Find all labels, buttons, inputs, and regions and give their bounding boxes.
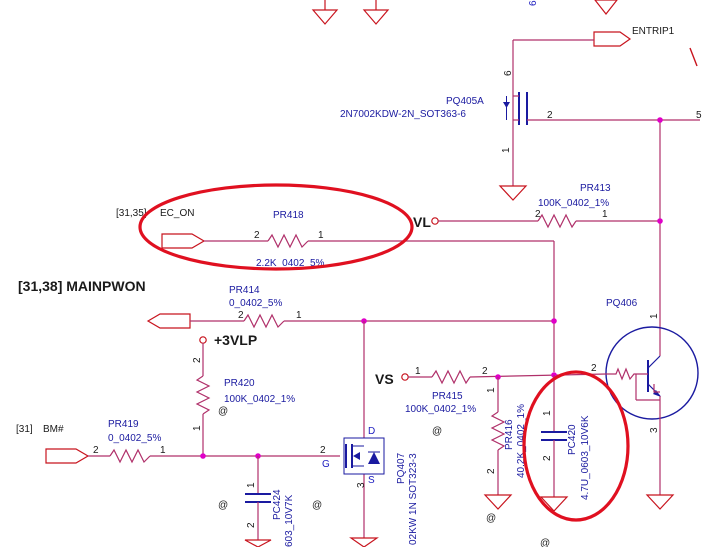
at-marker: @	[432, 426, 442, 437]
at-marker: @	[486, 513, 496, 524]
pr418-pin-1: 1	[318, 230, 324, 241]
pq406-pin-3: 3	[649, 427, 660, 433]
pr420-pin-2: 2	[192, 357, 203, 363]
pr418-value: 2.2K_0402_5%	[256, 258, 325, 269]
pr420-ref: PR420	[224, 378, 255, 389]
pr416-value: 40.2K_0402_1%	[516, 404, 527, 478]
at-marker: @	[540, 538, 550, 547]
ec-on-connector	[161, 233, 268, 249]
pr420-resistor	[195, 336, 211, 456]
pq407-pin-d: D	[368, 426, 375, 437]
junction	[200, 453, 206, 459]
pc424-ref: PC424	[272, 489, 283, 520]
pr415-value: 100K_0402_1%	[405, 404, 476, 415]
pc420-capacitor	[539, 375, 569, 512]
pc424-capacitor	[244, 456, 272, 547]
pr414-resistor	[243, 313, 554, 329]
pc420-ref: PC420	[567, 424, 578, 455]
pr414-value: 0_0402_5%	[229, 298, 282, 309]
entrip1-label: ENTRIP1	[632, 26, 675, 37]
pq405a-mosfet	[498, 85, 660, 201]
pc424-pin-2: 2	[246, 522, 257, 528]
top-fragment-label: 68	[528, 0, 539, 6]
pq407-ref: PQ407	[396, 452, 407, 484]
ec-on-label: EC_ON	[160, 208, 194, 219]
pr419-pin-2: 2	[93, 445, 99, 456]
pq405a-ref: PQ405A	[446, 96, 484, 107]
pr416-pin-2: 2	[486, 468, 497, 474]
pr419-value: 0_0402_5%	[108, 433, 161, 444]
pc424-value: 603_10V7K	[284, 494, 295, 547]
pq405a-value: 2N7002KDW-2N_SOT363-6	[340, 109, 466, 120]
pc424-pin-1: 1	[246, 482, 257, 488]
pr413-pin-2: 2	[535, 209, 541, 220]
pq407-pin-s: S	[368, 475, 375, 486]
pq406-pin-1: 1	[649, 313, 660, 319]
bm-ref: [31]	[16, 424, 33, 435]
pr413-value: 100K_0402_1%	[538, 198, 609, 209]
pr419-resistor	[109, 448, 340, 464]
pr415-resistor	[401, 369, 607, 385]
pr414-pin-1: 1	[296, 310, 302, 321]
annotation-circle-ec-on	[138, 183, 414, 271]
pq407-pin-3: 3	[356, 482, 367, 488]
vs-net-label: VS	[375, 371, 394, 387]
pr413-resistor	[431, 213, 660, 229]
pr420-pin-1: 1	[192, 425, 203, 431]
pq407-value: 02KW 1N SOT323-3	[408, 453, 419, 545]
at-marker: @	[218, 406, 228, 417]
junction	[657, 218, 663, 224]
pq407-pin-2: 2	[320, 445, 326, 456]
pr418-pin-2: 2	[254, 230, 260, 241]
ec-on-ref: [31,35]	[116, 208, 147, 219]
ground-symbols-top	[311, 0, 618, 25]
pc420-pin-2: 2	[542, 455, 553, 461]
plus3vlp-label: +3VLP	[214, 332, 257, 348]
pr420-value: 100K_0402_1%	[224, 394, 295, 405]
pr415-pin-1: 1	[415, 366, 421, 377]
pr414-pin-2: 2	[238, 310, 244, 321]
bm-connector	[45, 448, 110, 464]
junction	[657, 117, 663, 123]
pr413-ref: PR413	[580, 183, 611, 194]
edge-arrow	[689, 47, 698, 67]
pr418-ref: PR418	[273, 210, 304, 221]
pr415-pin-2: 2	[482, 366, 488, 377]
pr418-resistor	[267, 233, 555, 372]
pc420-pin-1: 1	[542, 410, 553, 416]
edge-pin-5: 5	[696, 110, 702, 121]
pr413-pin-1: 1	[602, 209, 608, 220]
pr415-ref: PR415	[432, 391, 463, 402]
bm-label: BM#	[43, 424, 64, 435]
pr416-ref: PR416	[504, 419, 515, 450]
pq405a-pin-2: 2	[547, 110, 553, 121]
mainpwon-connector	[146, 313, 244, 329]
pc420-value: 4.7U_0603_10V6K	[580, 415, 591, 500]
pq407-pin-g: G	[322, 459, 330, 470]
pq406-transistor	[605, 326, 699, 510]
pr416-resistor	[483, 377, 513, 510]
pr419-pin-1: 1	[160, 445, 166, 456]
pr416-pin-1: 1	[486, 387, 497, 393]
pr414-ref: PR414	[229, 285, 260, 296]
pq406-pin-2: 2	[591, 363, 597, 374]
pq407-mosfet	[343, 321, 385, 547]
pq405a-pin-6: 6	[503, 70, 514, 76]
pq406-ref: PQ406	[606, 298, 638, 309]
vl-net-label: VL	[413, 214, 431, 230]
mainpwon-label: [31,38] MAINPWON	[18, 278, 146, 294]
entrip1-connector	[512, 31, 632, 85]
at-marker: @	[312, 500, 322, 511]
junction	[551, 318, 557, 324]
annotation-circle-pc420	[522, 370, 630, 522]
pq405a-pin-1: 1	[501, 147, 512, 153]
pr419-ref: PR419	[108, 419, 139, 430]
at-marker: @	[218, 500, 228, 511]
